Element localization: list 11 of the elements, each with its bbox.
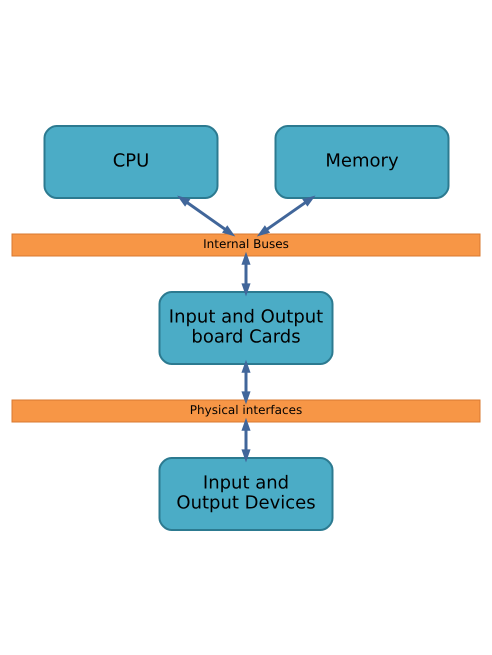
arrow <box>241 359 251 404</box>
node-box: Internal Buses <box>12 233 480 256</box>
node-box: Memory <box>274 124 450 198</box>
node-box: CPU <box>44 124 218 198</box>
arrow <box>177 194 236 236</box>
arrow <box>256 194 316 236</box>
arrow <box>241 417 251 462</box>
node-box: Physical interfaces <box>12 399 480 422</box>
arrow <box>241 251 251 296</box>
node-box: Input and Output Devices <box>158 456 334 530</box>
node-box: Input and Output board Cards <box>158 290 334 364</box>
